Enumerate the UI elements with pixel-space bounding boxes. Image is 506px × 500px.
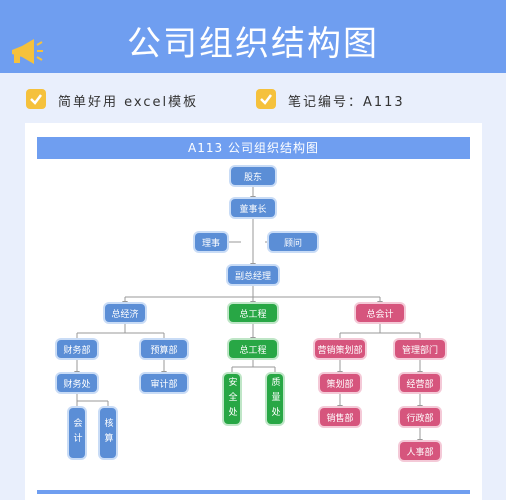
checkmark-icon	[26, 89, 46, 109]
node-finance-office: 财务处	[57, 374, 97, 392]
node-supervisor: 理事	[195, 233, 227, 251]
node-mgmt-dept: 管理部门	[395, 340, 445, 358]
node-ops-planning: 营销策划部	[315, 340, 365, 358]
header-banner: 公司组织结构图	[0, 0, 506, 73]
node-quality: 质量处	[267, 374, 283, 424]
node-safety: 安全处	[224, 374, 240, 424]
node-shareholders: 股东	[231, 167, 275, 185]
node-accounting: 会计	[69, 408, 85, 458]
node-chairman: 董事长	[231, 199, 275, 217]
org-chart-card: A113 公司组织结构图	[25, 123, 482, 500]
node-chief-economist: 总经济	[105, 304, 145, 322]
chart-heading: A113 公司组织结构图	[37, 137, 470, 159]
node-admin-dept: 行政部	[400, 408, 440, 426]
node-budget-dept: 预算部	[141, 340, 187, 358]
node-chief-engineer: 总工程	[229, 304, 277, 322]
node-chief-accountant: 总会计	[356, 304, 404, 322]
footer-bar	[37, 490, 470, 494]
node-eng-dept: 总工程	[229, 340, 277, 358]
connector-lines	[74, 185, 423, 443]
node-sales-dept: 销售部	[320, 408, 360, 426]
template-label: 简单好用 excel模板	[58, 95, 199, 110]
node-operations-dept: 经营部	[400, 374, 440, 392]
node-planning-dept: 策划部	[320, 374, 360, 392]
node-deputy-gm: 副总经理	[228, 266, 278, 284]
node-advisor: 顾问	[269, 233, 317, 251]
page-title: 公司组织结构图	[127, 24, 379, 64]
checkmark-icon	[256, 89, 276, 109]
node-audit-dept: 审计部	[141, 374, 187, 392]
note-number-label: 笔记编号：A113	[288, 95, 405, 110]
meta-row: 简单好用 excel模板 笔记编号：A113	[0, 86, 506, 114]
node-finance-dept: 财务部	[57, 340, 97, 358]
megaphone-icon	[12, 39, 43, 64]
node-hr-dept: 人事部	[400, 442, 440, 460]
node-cashier: 核算	[100, 408, 116, 458]
